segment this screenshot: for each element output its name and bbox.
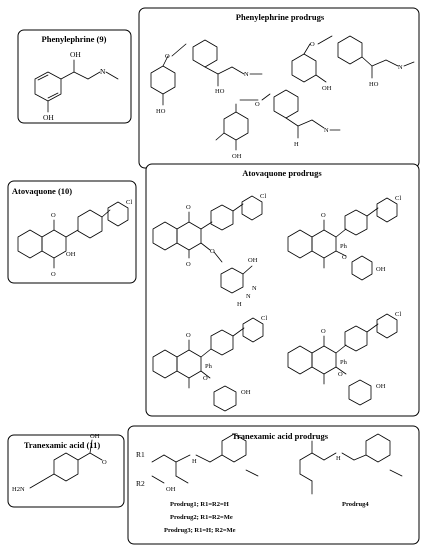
phenylephrine-oh-ring: OH — [43, 113, 54, 122]
pp1-ho: HO — [156, 108, 166, 115]
tranexamic-acid-panel: Tranexamic acid (11) H2N OH O — [7, 433, 125, 508]
ap1-n1: N — [252, 285, 257, 292]
ap1-o-top: O — [186, 204, 191, 211]
tp-prodrug2: Prodrug2; R1=R2=Me — [170, 514, 233, 521]
tranexamic-acid-box — [7, 434, 125, 508]
pp1-o: O — [165, 53, 170, 60]
ap4-oh: OH — [376, 383, 386, 390]
ap3-oh: OH — [241, 389, 251, 396]
tranexamic-acid-structure: H2N OH O — [12, 433, 107, 493]
tp-prodrug1: Prodrug1; R1=R2=H — [170, 501, 229, 508]
atovaquone-prodrug-2: O Cl Ph O OH — [287, 195, 401, 281]
atovaquone-box — [7, 180, 137, 284]
tranexamic-prodrugs-panel: Tranexamic acid prodrugs R1 R2 OH H Prod… — [127, 425, 420, 545]
atovaquone-prodrug-4: O Cl Ph OH O — [287, 311, 401, 406]
tranexamic-acid-title: Tranexamic acid (11) — [24, 440, 100, 450]
ap3-ph: Ph — [205, 363, 213, 370]
ap1-o-link: O — [210, 248, 215, 255]
pp3-h: H — [294, 141, 299, 148]
phenylephrine-structure: OH N OH — [34, 50, 119, 122]
tp4-nh: H — [336, 455, 341, 462]
ap2-ph: Ph — [340, 243, 348, 250]
ap4-ph: Ph — [340, 359, 348, 366]
atovaquone-cl: Cl — [126, 199, 132, 206]
tranexamic-prodrugs-title: Tranexamic acid prodrugs — [232, 431, 329, 441]
pp3-n: N — [324, 127, 329, 134]
ap1-oh: OH — [248, 257, 258, 264]
phenylephrine-prodrugs-title: Phenylephrine prodrugs — [236, 12, 325, 22]
atovaquone-o-top: O — [51, 212, 56, 219]
ap1-o-bottom: O — [186, 261, 191, 268]
pp1-ho2: HO — [215, 88, 225, 95]
ap4-o: O — [338, 371, 343, 378]
ap4-cl: Cl — [395, 311, 401, 318]
atovaquone-prodrug-3: O Cl Ph OH O — [152, 315, 267, 412]
tp-prodrug3: Prodrug3; R1=H; R2=Me — [164, 527, 236, 534]
ap2-o-top: O — [321, 212, 326, 219]
pp3-o: O — [255, 101, 260, 108]
tranexamic-oh: OH — [90, 433, 100, 440]
tranexamic-prodrug-4: H Prodrug4 — [299, 433, 403, 508]
atovaquone-prodrug-1: O O Cl OH O N N H — [152, 193, 266, 308]
atovaquone-prodrugs-panel: Atovaquone prodrugs O O Cl OH O N N H — [145, 163, 420, 417]
pp3-oh: OH — [232, 153, 242, 160]
tp-r2: R2 — [136, 479, 145, 488]
tp-oh: OH — [166, 486, 176, 493]
phenylephrine-prodrug-1: O HO HO N — [150, 39, 263, 115]
pp2-o: O — [310, 41, 315, 48]
tp-prodrug4: Prodrug4 — [342, 501, 369, 508]
atovaquone-structure: O O OH Cl — [17, 199, 132, 278]
atovaquone-panel: Atovaquone (10) O O OH Cl — [7, 180, 137, 284]
ap4-o-top: O — [321, 328, 326, 335]
tranexamic-prodrug-1-3: R1 R2 OH H Prodrug1; R1=R2=H Prodrug2; R… — [136, 433, 259, 534]
ap1-h: H — [237, 301, 242, 308]
phenylephrine-prodrugs-box — [138, 7, 420, 169]
ap3-o-top: O — [186, 332, 191, 339]
tp-r1: R1 — [136, 450, 145, 459]
ap2-oh: OH — [376, 266, 386, 273]
phenylephrine-prodrugs-panel: Phenylephrine prodrugs O HO HO N — [138, 7, 420, 169]
pp1-n: N — [244, 71, 249, 78]
tranexamic-amine: H2N — [12, 486, 25, 493]
phenylephrine-title: Phenylephrine (9) — [42, 34, 107, 44]
phenylephrine-n: N — [100, 67, 106, 76]
atovaquone-prodrugs-box — [145, 163, 420, 417]
ap1-cl: Cl — [260, 193, 266, 200]
ap2-cl: Cl — [395, 195, 401, 202]
ap1-n2: N — [246, 293, 251, 300]
tp-nh: H — [192, 458, 197, 465]
atovaquone-prodrugs-title: Atovaquone prodrugs — [242, 168, 322, 178]
pp2-oh: OH — [322, 85, 332, 92]
phenylephrine-oh-side: OH — [70, 50, 81, 59]
pp2-ho: HO — [369, 81, 379, 88]
pp2-n: N — [398, 64, 403, 71]
ap3-o: O — [203, 375, 208, 382]
phenylephrine-prodrug-3: O OH H N — [215, 89, 341, 160]
ap3-cl: Cl — [261, 315, 267, 322]
atovaquone-o-bottom: O — [51, 271, 56, 278]
atovaquone-oh: OH — [66, 251, 76, 258]
atovaquone-title: Atovaquone (10) — [12, 186, 72, 196]
tranexamic-o: O — [102, 459, 107, 466]
ap2-o: O — [342, 254, 347, 261]
phenylephrine-prodrug-2: O OH HO N — [291, 35, 415, 92]
phenylephrine-panel: Phenylephrine (9) OH N OH — [17, 29, 132, 124]
